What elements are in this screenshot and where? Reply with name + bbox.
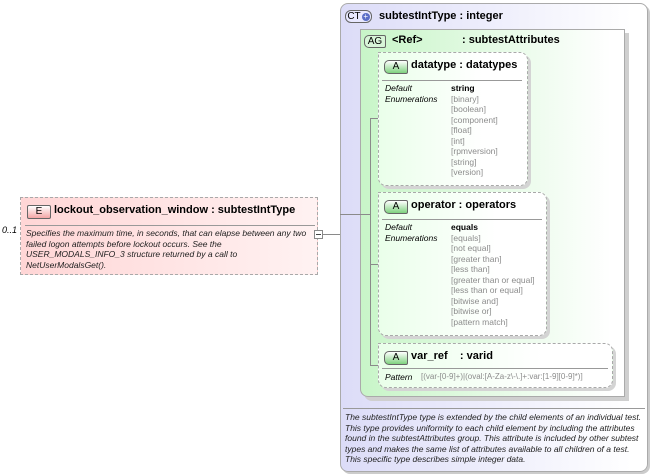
enum-value: [pattern match]: [451, 316, 508, 327]
default-label: Default: [385, 222, 412, 232]
complex-type-badge: CT+: [345, 10, 372, 23]
enum-value: [rpmversion]: [451, 146, 498, 156]
default-value: equals: [451, 222, 478, 232]
enum-value: [component]: [451, 114, 498, 125]
attribute-group-badge: AG: [364, 35, 386, 48]
attribute-title: operator : operators: [411, 199, 517, 211]
cardinality: 0..1: [2, 225, 18, 235]
enum-value: [int]: [451, 135, 465, 146]
enum-value: [bitwise and]: [451, 295, 499, 306]
attribute-badge: A: [384, 60, 408, 74]
collapse-toggle[interactable]: [314, 230, 323, 239]
complex-type-description: The subtestIntType type is extended by t…: [345, 412, 642, 464]
plus-icon: +: [361, 12, 370, 21]
attribute-title: datatype : datatypes: [411, 59, 518, 71]
default-value: string: [451, 83, 475, 93]
attribute-badge: A: [384, 200, 408, 214]
enum-value: [bitwise or]: [451, 306, 492, 316]
element-title: lockout_observation_window : subtestIntT…: [54, 204, 296, 216]
pattern-value: [(var-[0-9]+)|(oval:[A-Za-z\-\.]+:var:[1…: [421, 372, 583, 381]
complex-type-title: subtestIntType : integer: [379, 10, 503, 22]
element-description: Specifies the maximum time, in seconds, …: [26, 228, 307, 270]
enum-value: [greater than or equal]: [451, 274, 535, 285]
attribute-group-title: : subtestAttributes: [462, 34, 560, 46]
pattern-label: Pattern: [385, 372, 413, 382]
ct-badge-text: CT: [347, 11, 361, 22]
enum-value: [version]: [451, 167, 484, 177]
enum-value: [string]: [451, 156, 477, 167]
enum-value: [greater than]: [451, 253, 502, 264]
attribute-title: var_ref : varid: [411, 350, 493, 362]
element-badge: E: [27, 205, 51, 219]
default-label: Default: [385, 83, 412, 93]
enum-value: [not equal]: [451, 243, 491, 253]
element-box[interactable]: E lockout_observation_window : subtestIn…: [20, 197, 318, 275]
enum-value: [binary]: [451, 93, 479, 104]
enum-value: [less than]: [451, 264, 490, 274]
enum-value: [less than or equal]: [451, 285, 523, 295]
enum-value: [equals]: [451, 232, 481, 243]
enum-value: [boolean]: [451, 104, 486, 114]
attribute-badge: A: [384, 351, 408, 365]
enumerations-label: Enumerations: [385, 93, 438, 104]
enumerations-label: Enumerations: [385, 232, 438, 243]
enum-value: [float]: [451, 125, 472, 135]
attribute-var-ref[interactable]: A var_ref : varid Pattern [(var-[0-9]+)|…: [378, 343, 613, 388]
attribute-group-ref: <Ref>: [392, 34, 423, 46]
